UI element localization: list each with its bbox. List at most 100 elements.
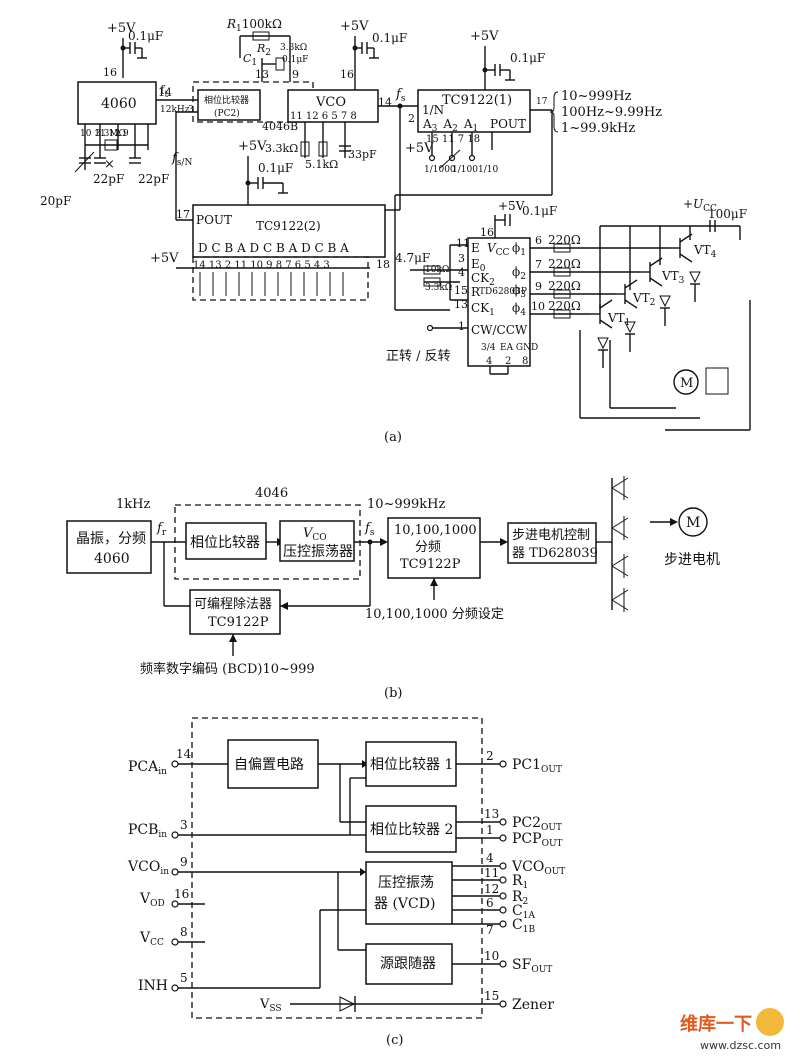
tc2-letters: D C B A D C B A D C B A bbox=[198, 241, 349, 255]
cap-label-tc2: 0.1μF bbox=[258, 161, 293, 175]
pin-l: 5 bbox=[180, 971, 188, 985]
watermark-logo-icon bbox=[756, 1008, 784, 1036]
range-3: 1~99.9kHz bbox=[561, 121, 635, 136]
c-33p-label: 33pF bbox=[348, 148, 377, 161]
pin-r: 13 bbox=[484, 807, 499, 821]
vt2-label: VT2 bbox=[632, 291, 655, 308]
supply-label-4060: +5V bbox=[107, 21, 136, 36]
r220-4: 220Ω bbox=[548, 299, 581, 313]
drv-gnd: EA GND bbox=[500, 343, 538, 353]
bcd-switches bbox=[199, 272, 344, 296]
drv-vcc: VCC bbox=[487, 241, 510, 258]
x-mark: × bbox=[104, 157, 115, 172]
c1-label: C1 bbox=[243, 52, 257, 68]
bcd-label: 频率数字编码 (BCD)10~999 bbox=[140, 661, 315, 677]
transistor-vt3 bbox=[640, 257, 663, 287]
drv-pin: 10 bbox=[531, 300, 545, 313]
drv-eo: E0 bbox=[471, 257, 486, 274]
r220-1: 220Ω bbox=[548, 233, 581, 247]
block-vco bbox=[279, 520, 355, 562]
ic-4046-internal-outline bbox=[191, 717, 483, 1019]
cap-label-4060: 0.1μF bbox=[128, 29, 163, 43]
drv-pin: 3 bbox=[458, 252, 465, 265]
vco-name: 压控振荡器 bbox=[283, 544, 353, 560]
vco-v: VCO bbox=[303, 526, 327, 543]
out-pc2: PC2OUT bbox=[512, 815, 562, 833]
pin-label: 9 bbox=[292, 68, 299, 81]
osc-line2: 4060 bbox=[94, 551, 130, 567]
drv-pin: 11 bbox=[456, 237, 470, 250]
supply-label-bcd: +5V bbox=[150, 251, 179, 266]
pin-r: 6 bbox=[486, 896, 494, 910]
vt3-label: VT3 bbox=[661, 269, 685, 286]
pin-r: 7 bbox=[486, 923, 494, 937]
phi3: ϕ3 bbox=[512, 283, 526, 300]
ic-4046-label: 4046B bbox=[262, 120, 298, 133]
watermark-line2: www.dzsc.com bbox=[700, 1039, 781, 1052]
out-pcp: PCPOUT bbox=[512, 831, 563, 849]
c-47uf-label: 4.7μF bbox=[395, 251, 430, 265]
pin-r: 11 bbox=[484, 866, 499, 880]
motor-symbol bbox=[673, 369, 699, 395]
supply-label-tc2: +5V bbox=[238, 139, 267, 154]
watermark-line1: 维库一下 bbox=[680, 1013, 752, 1035]
r220-3: 220Ω bbox=[548, 279, 581, 293]
fsn-label: fs/N bbox=[171, 151, 192, 168]
div-set-label: 10,100,1000 分频设定 bbox=[365, 607, 504, 622]
block-pc2 bbox=[365, 805, 457, 853]
div-100: 1/100 bbox=[452, 165, 478, 175]
transistor-vt2 bbox=[615, 279, 638, 309]
tc1-title: TC9122(1) bbox=[442, 93, 512, 108]
pin-label: 16 bbox=[340, 68, 354, 81]
ctrl-line1: 步进电机控制 bbox=[512, 528, 590, 543]
transistor-vt1 bbox=[590, 299, 613, 329]
block-diagram-c: PCAin PCBin VCOin VOD VCC INH VSS 14 3 9… bbox=[127, 717, 565, 1048]
drv-pin: 8 bbox=[522, 356, 528, 367]
tc1-pins: 15 11 7 18 bbox=[426, 134, 480, 145]
motor-label: M bbox=[680, 376, 693, 391]
ic-td62803p bbox=[467, 237, 531, 367]
block-source-follower bbox=[365, 943, 453, 985]
circuit-a: +5V 0.1μF 16 4060 14 12kHz 3 ft 10 11 12… bbox=[40, 17, 751, 445]
drv-pin: 4 bbox=[486, 356, 492, 367]
div-1000: 1/1000 bbox=[424, 165, 456, 175]
cap-22pf-a: 22pF bbox=[93, 172, 124, 186]
freq-out: 10~999kHz bbox=[367, 497, 445, 512]
ft-label: ft bbox=[160, 83, 168, 100]
pc2-sub: (PC2) bbox=[214, 108, 240, 119]
drv-34: 3/4 bbox=[481, 343, 496, 353]
pin-r: 4 bbox=[486, 851, 494, 865]
drv-pin: 4 bbox=[458, 266, 465, 279]
ucc-label: +UCC bbox=[683, 197, 717, 214]
out-pc1: PC1OUT bbox=[512, 757, 562, 775]
r2-label: R2 bbox=[256, 42, 271, 58]
drv-pin: 2 bbox=[505, 356, 511, 367]
motor-name-b: 步进电机 bbox=[664, 552, 720, 568]
pc2-title: 相位比较器 bbox=[204, 94, 249, 106]
fs-label: fs bbox=[395, 87, 406, 104]
r1-label: R1100kΩ bbox=[226, 17, 282, 34]
out-r2: R2 bbox=[512, 889, 528, 907]
pin-l: 14 bbox=[176, 747, 192, 761]
pin-label: 17 bbox=[176, 208, 190, 221]
range-2: 100Hz~9.99Hz bbox=[561, 105, 662, 120]
osc-line1: 晶振，分频 bbox=[76, 531, 146, 547]
zener-diode bbox=[339, 996, 356, 1012]
cap-label-drv: 0.1μF bbox=[522, 204, 557, 218]
drv-cw: CW/CCW bbox=[471, 323, 528, 337]
pin-label: 13 bbox=[255, 68, 269, 81]
vco-label: VCO bbox=[315, 95, 346, 110]
drv-title: TD62803P bbox=[479, 287, 527, 297]
ic-4060-label: 4060 bbox=[101, 96, 137, 112]
pin-l: 3 bbox=[180, 818, 188, 832]
pin-l: 8 bbox=[180, 925, 188, 939]
r-3k3-label: 3.3kΩ bbox=[265, 142, 298, 155]
pin-l: 16 bbox=[174, 887, 189, 901]
c-100uf-label: 100μF bbox=[708, 207, 747, 221]
vco-in: VCOin bbox=[127, 859, 169, 877]
drv-e: E bbox=[471, 241, 480, 255]
freq-label: 12kHz bbox=[160, 105, 190, 115]
vt1-label: VT1 bbox=[607, 311, 630, 328]
pin-r: 1 bbox=[486, 823, 494, 837]
